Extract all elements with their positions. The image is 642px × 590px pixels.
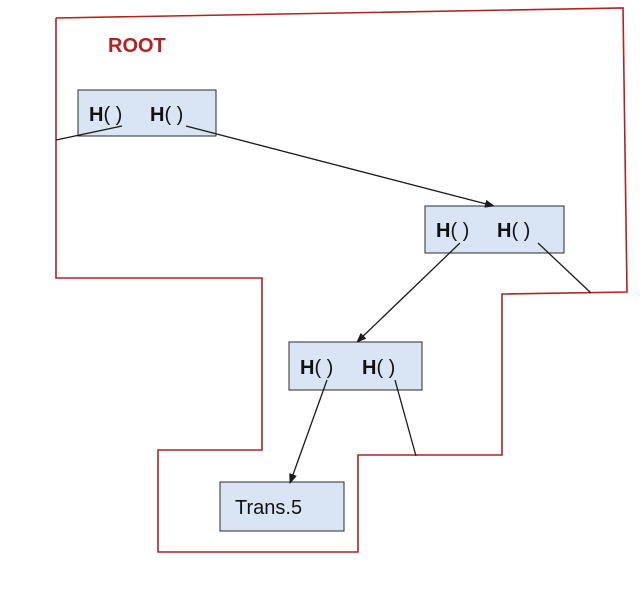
hash-node-2: H( ) H( ): [424, 205, 565, 254]
hash-node-3-box: [288, 341, 423, 391]
edge-node3-right-out: [394, 379, 417, 457]
hash-node-2-right: H( ): [497, 220, 530, 242]
root-label: ROOT: [108, 35, 166, 57]
edge-node1-left-out: [55, 125, 123, 141]
edge-node3-to-leaf: [289, 379, 328, 484]
leaf-node-box: [219, 481, 345, 532]
edge-node1-to-node2: [185, 125, 495, 208]
leaf-node: Trans.5: [219, 481, 345, 532]
hash-node-3-left: H( ): [300, 357, 333, 379]
leaf-label: Trans.5: [235, 497, 302, 519]
hash-node-2-left: H( ): [436, 220, 469, 242]
hash-node-1-right: H( ): [150, 104, 183, 126]
edge-node2-to-node3: [356, 242, 461, 343]
hash-node-3: H( ) H( ): [288, 341, 423, 391]
hash-node-1: H( ) H( ): [77, 89, 217, 137]
hash-node-3-right: H( ): [362, 357, 395, 379]
edge-node2-right-out: [537, 242, 592, 294]
root-boundary-outline: [55, 7, 628, 553]
hash-node-1-left: H( ): [89, 104, 122, 126]
